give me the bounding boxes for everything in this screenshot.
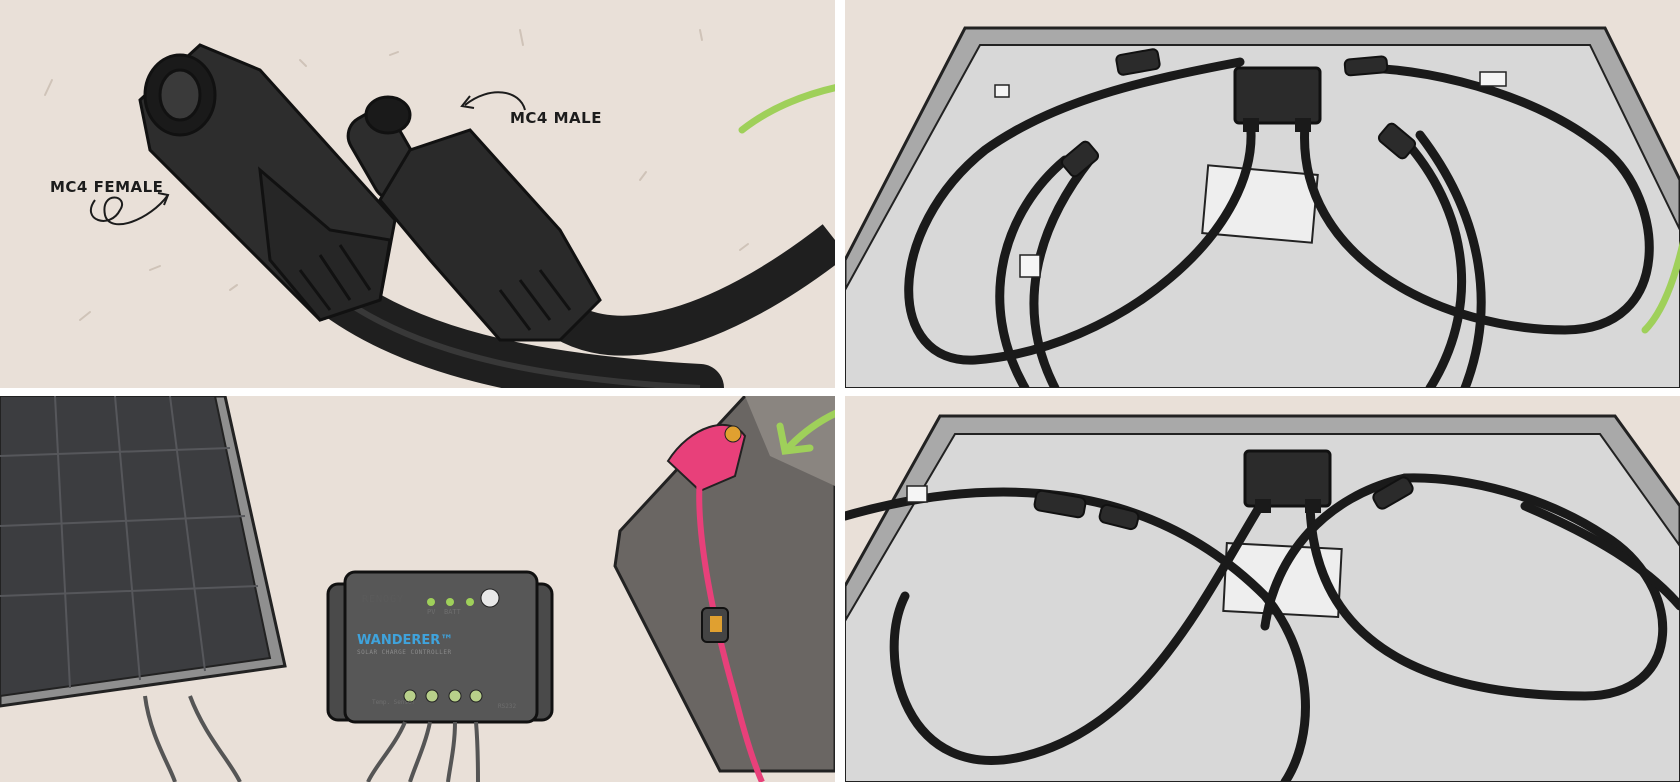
cable-connector [1343, 55, 1389, 77]
background-specks [44, 29, 749, 321]
controller-pv-label: PV [427, 608, 436, 616]
battery [613, 396, 835, 773]
step-arrow-1-icon [738, 84, 835, 134]
mc4-male-label: MC4 MALE [510, 109, 602, 127]
charge-controller [326, 570, 554, 724]
step-arrow-3-icon [786, 409, 835, 450]
controller-brand: RENOGY [362, 594, 405, 605]
mc4-connectors-panel: MC4 FEMALE MC4 MALE [0, 0, 835, 388]
controller-battery-panel: RENOGY PV BATT WANDERER™ SOLAR CHARGE CO… [0, 396, 835, 782]
step-arrow-2-icon [1641, 240, 1680, 334]
connected-cables-drawing [845, 414, 1680, 782]
controller-rs232-label: RS232 [498, 703, 517, 710]
mc4-female-label: MC4 FEMALE [50, 178, 164, 196]
junction-box [1243, 449, 1332, 513]
controller-batt-label: BATT [444, 608, 461, 616]
battery-clamp [666, 423, 747, 493]
joined-connector [1033, 489, 1087, 519]
controller-temp-sensor-label: Temp. Sensor [372, 699, 416, 706]
female-pointer-arrow [89, 194, 169, 226]
controller-subtitle: SOLAR CHARGE CONTROLLER [357, 649, 452, 656]
mc4-connectors-drawing [44, 29, 835, 388]
connected-cables-panel [845, 396, 1680, 782]
mc4-male-connector [346, 95, 602, 342]
cable-connector [1115, 48, 1161, 76]
panel-back-drawing [845, 26, 1680, 388]
controller-battery-drawing [0, 396, 835, 782]
panel-back-cables-panel [845, 0, 1680, 388]
controller-model: WANDERER™ [357, 633, 454, 648]
panel-label-sticker [1201, 164, 1319, 244]
mc4-female-connector [138, 43, 397, 322]
male-pointer-arrow [464, 91, 526, 111]
junction-box [1233, 66, 1322, 132]
